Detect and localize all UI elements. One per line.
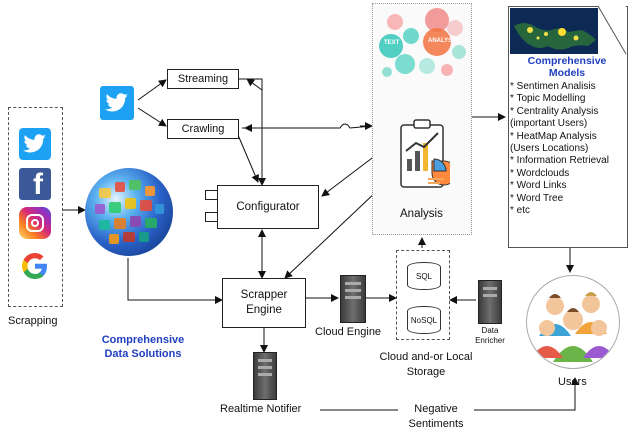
analysis-label: Analysis <box>400 208 443 220</box>
solutions-label: Comprehensive Data Solutions <box>101 334 185 360</box>
storage-group <box>396 250 450 340</box>
models-list: * Sentimen Analisis * Topic Modelling * … <box>510 81 625 217</box>
sql-db-icon: SQL <box>407 262 441 290</box>
edge-config-streaming <box>246 78 263 91</box>
model-item: * Wordclouds <box>510 167 570 179</box>
users-label: Users <box>558 376 587 388</box>
negative-sentiments-label: Negative Sentiments <box>398 402 474 432</box>
twitter-icon <box>19 128 51 160</box>
models-title: Comprehensive Models <box>527 55 607 79</box>
facebook-icon: f <box>19 168 51 200</box>
edge-crawling-analysis <box>242 123 373 129</box>
scrapper-engine-box: Scrapper Engine <box>222 278 306 328</box>
nosql-db-icon: NoSQL <box>407 306 441 334</box>
edge-streaming-config <box>238 78 266 186</box>
google-icon <box>19 250 51 282</box>
wordcloud-image <box>375 6 469 86</box>
cloud-engine-label: Cloud Engine <box>315 326 382 338</box>
analysis-chart-icon <box>398 117 457 195</box>
page-fold-line <box>597 5 627 55</box>
notifier-label: Realtime Notifier <box>220 403 302 415</box>
edge-crawling-config <box>237 134 259 183</box>
model-item: * Word Links <box>510 180 567 192</box>
sources-group <box>8 107 63 307</box>
edge-twitter-streaming <box>137 79 167 101</box>
model-item: * Sentimen Analisis <box>510 81 596 92</box>
edge-analysis-scrapper <box>284 189 379 279</box>
data-enricher-server-icon <box>478 280 502 324</box>
configurator-box: Configurator <box>217 185 319 229</box>
model-item: * HeatMap Analysis (Users Locations) <box>510 130 597 155</box>
model-item: * Centrality Analysis (important Users) <box>510 105 599 130</box>
sql-label: SQL <box>415 271 432 281</box>
scrapping-label: Scrapping <box>8 315 58 327</box>
model-item: * Word Tree <box>510 192 564 204</box>
storage-label: Cloud and-or Local Storage <box>379 351 473 378</box>
wordcloud-text-label: TEXT <box>384 40 400 46</box>
cloud-engine-server-icon <box>340 275 366 323</box>
model-item: * etc <box>510 205 531 217</box>
edge-globe-scrapper <box>127 258 223 304</box>
model-item: * Topic Modelling <box>510 93 586 105</box>
data-enricher-label: Data Enricher <box>475 326 505 345</box>
model-item: * Information Retrieval <box>510 155 609 167</box>
streaming-box: Streaming <box>167 69 239 89</box>
edge-analysis-config <box>321 151 381 197</box>
instagram-icon <box>19 207 51 239</box>
crawling-box: Crawling <box>167 119 239 139</box>
data-globe <box>85 168 173 256</box>
notifier-server-icon <box>253 352 277 400</box>
edge-twitter-crawling <box>137 107 167 127</box>
users-icon <box>526 275 620 369</box>
wordcloud-analysis-label: ANALYSIS <box>428 38 458 44</box>
nosql-label: NoSQL <box>410 315 438 325</box>
twitter-input-icon <box>100 86 134 120</box>
heatmap-image <box>510 8 598 54</box>
